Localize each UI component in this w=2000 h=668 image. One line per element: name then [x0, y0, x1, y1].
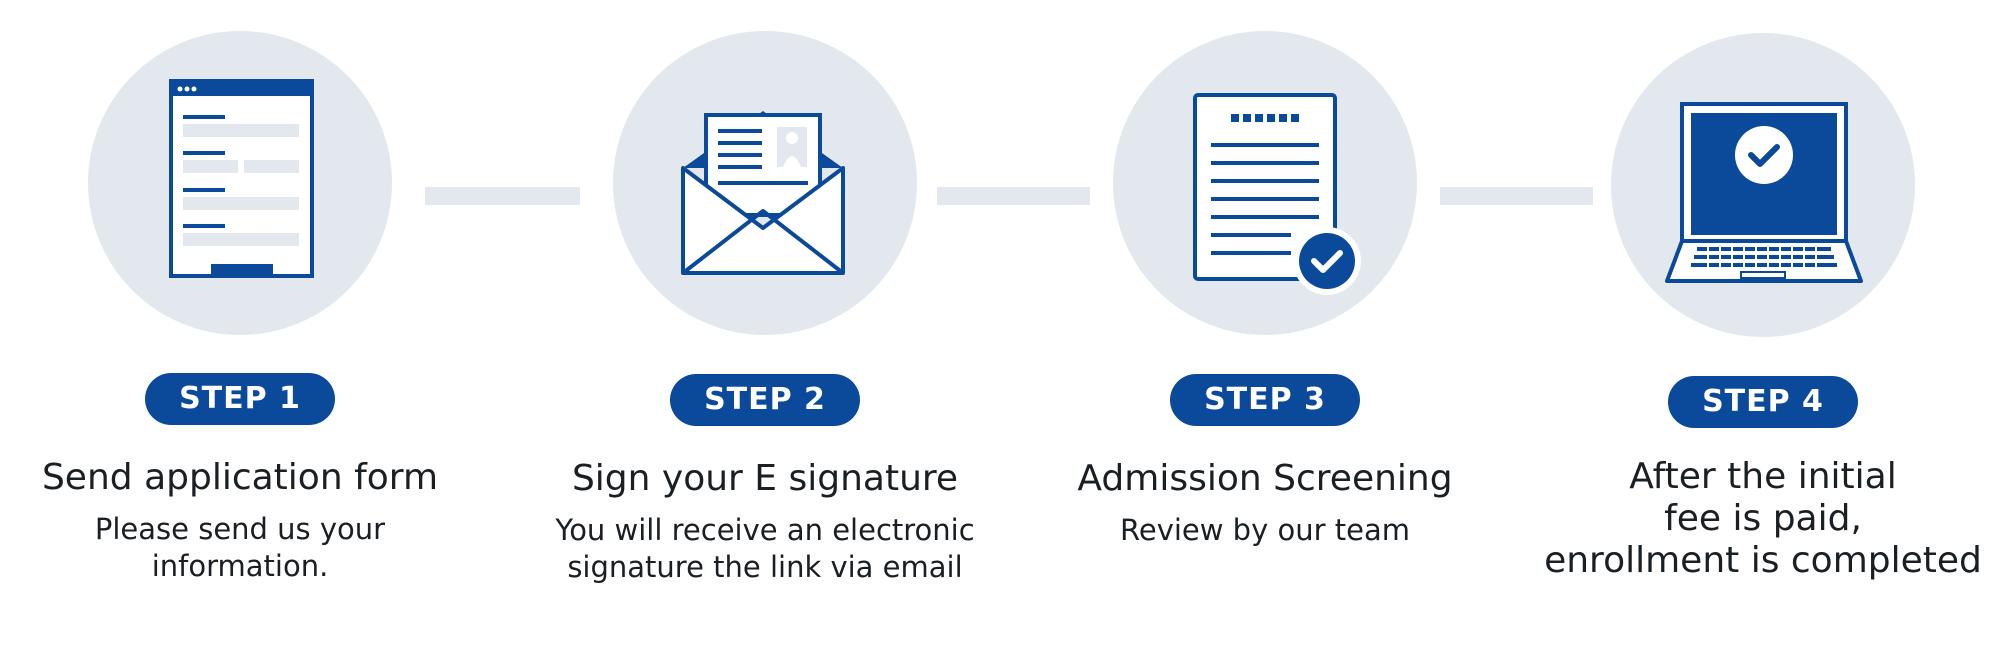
laptop-check-icon: [1665, 102, 1863, 283]
step-2-badge: STEP 2: [670, 374, 860, 426]
step-1-description: Please send us your information.: [0, 511, 490, 585]
step-3-description: Review by our team: [1015, 512, 1515, 549]
step-1-description-line: information.: [151, 549, 329, 583]
application-form-icon: [169, 79, 314, 278]
step-4-title-line: After the initial: [1629, 456, 1897, 497]
step-4-title: After the initial fee is paid, enrollmen…: [1513, 456, 2000, 582]
connector-3-4: [1440, 187, 1593, 205]
step-1-title: Send application form: [41, 457, 439, 498]
document-check-icon: [1193, 93, 1361, 295]
step-4: STEP 4 After the initial fee is paid, en…: [1513, 376, 2000, 582]
step-3-title: Admission Screening: [1077, 458, 1453, 499]
step-3: STEP 3 Admission Screening Review by our…: [1015, 374, 1515, 549]
step-4-title-line: fee is paid,: [1664, 498, 1862, 539]
envelope-letter-icon: [681, 111, 845, 275]
step-2-title: Sign your E signature: [571, 458, 959, 499]
step-3-description-line: Review by our team: [1120, 513, 1410, 547]
connector-2-3: [937, 187, 1090, 205]
step-3-badge: STEP 3: [1170, 374, 1360, 426]
step-1-badge: STEP 1: [145, 373, 335, 425]
step-3-circle: [1113, 31, 1417, 335]
step-2-description-line: signature the link via email: [567, 550, 963, 584]
connector-1-2: [425, 187, 580, 205]
step-1-description-line: Please send us your: [94, 512, 386, 546]
step-2-description-line: You will receive an electronic: [555, 513, 975, 547]
step-1: STEP 1 Send application form Please send…: [0, 373, 490, 585]
step-2-description: You will receive an electronic signature…: [515, 512, 1015, 586]
step-4-title-line: enrollment is completed: [1544, 540, 1982, 581]
step-2: STEP 2 Sign your E signature You will re…: [515, 374, 1015, 586]
step-4-badge: STEP 4: [1668, 376, 1858, 428]
step-2-circle: [613, 31, 917, 335]
step-4-circle: [1611, 33, 1915, 337]
step-1-circle: [88, 31, 392, 335]
